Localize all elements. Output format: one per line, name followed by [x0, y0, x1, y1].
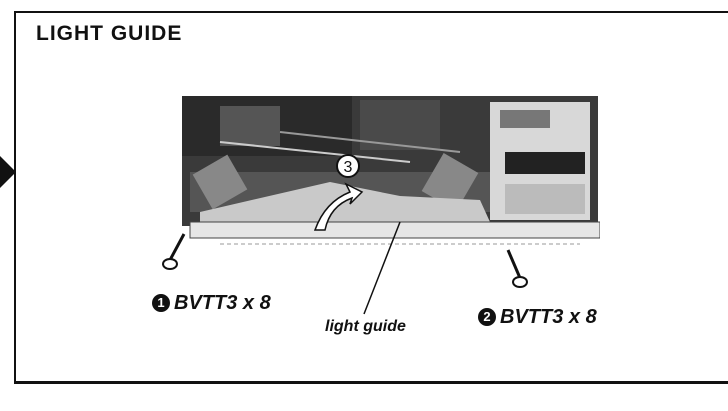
section-pointer-arrow: [0, 156, 16, 188]
chassis-photo: 3: [182, 96, 600, 245]
screw-left-icon: [162, 233, 186, 270]
screw-right-number: 2: [478, 308, 496, 326]
screw-right-icon: [506, 249, 528, 288]
frame-bottom-rule: [14, 382, 728, 384]
screw-left-label: BVTT3 x 8: [174, 292, 271, 314]
light-guide-label: light guide: [325, 318, 406, 335]
screw-right-label: BVTT3 x 8: [500, 306, 597, 328]
light-guide-leader-line: [363, 221, 401, 315]
screw-left-number: 1: [152, 294, 170, 312]
step-marker: 3: [344, 159, 353, 176]
section-title: LIGHT GUIDE: [36, 22, 183, 45]
